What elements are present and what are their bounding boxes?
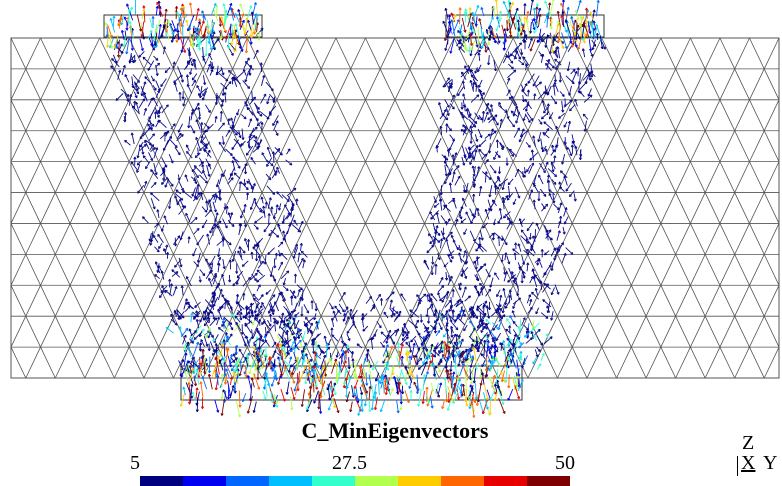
triangular-mesh [10, 37, 780, 379]
colorbar-swatch [140, 476, 183, 486]
colorbar-max-label: 50 [555, 452, 575, 474]
colorbar-swatch [484, 476, 527, 486]
axis-x-label: X [741, 452, 756, 474]
eigenvector-arrows [104, 0, 606, 418]
colorbar [140, 476, 570, 486]
axis-y-label: Y [763, 452, 778, 474]
axis-triad: Z X Y [735, 432, 782, 482]
colorbar-swatch [398, 476, 441, 486]
colorbar-mid-label: 27.5 [332, 452, 367, 474]
colorbar-swatch [441, 476, 484, 486]
plot-title: C_MinEigenvectors [301, 418, 489, 443]
axis-bar [737, 456, 738, 476]
colorbar-swatch [312, 476, 355, 486]
colorbar-swatch [226, 476, 269, 486]
load-pads [103, 14, 605, 401]
colorbar-swatch [183, 476, 226, 486]
colorbar-swatch [355, 476, 398, 486]
colorbar-swatch [269, 476, 312, 486]
axis-z-label: Z [742, 432, 755, 454]
colorbar-swatch [527, 476, 570, 486]
colorbar-min-label: 5 [130, 452, 140, 474]
